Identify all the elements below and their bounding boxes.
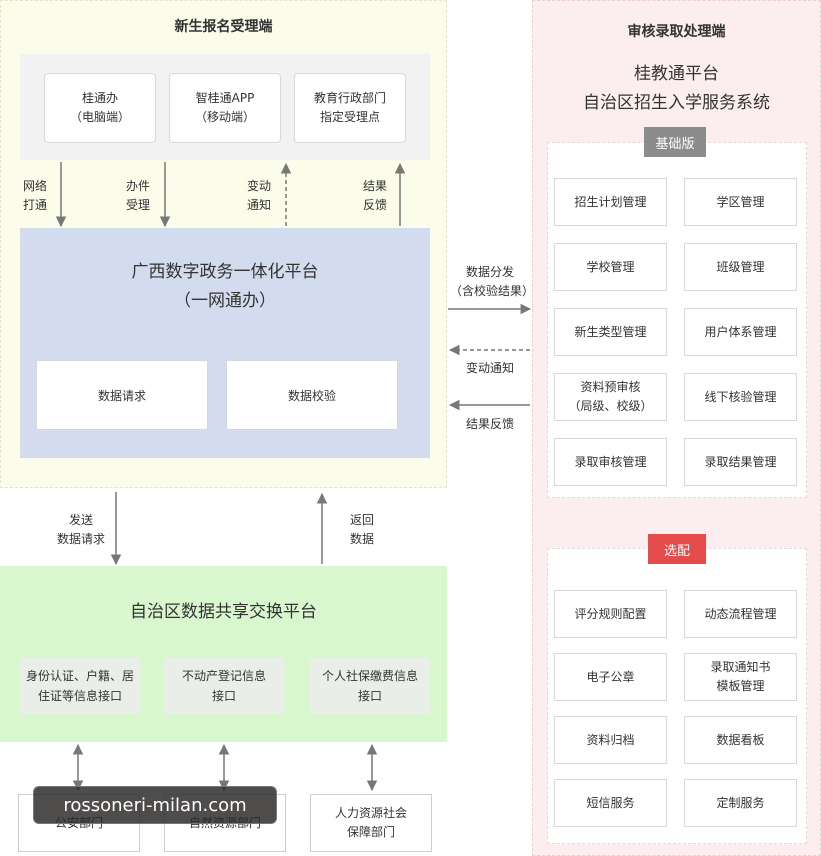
module-label: 线下核验管理	[704, 389, 777, 404]
module-label: 新生类型管理	[574, 324, 647, 339]
module-label: 用户体系管理	[704, 324, 777, 339]
interface-line: 接口	[211, 689, 236, 703]
platform-title-line: （一网通办）	[174, 291, 276, 311]
module-label: 录取审核管理	[574, 454, 647, 469]
module-label: 动态流程管理	[704, 606, 777, 621]
module-label: 评分规则配置	[574, 606, 647, 621]
entry-sublabel: （移动端）	[194, 110, 255, 124]
system-title-line: 桂教通平台	[634, 64, 719, 84]
watermark-overlay: rossoneri-milan.com	[33, 786, 277, 824]
module-scoring-rules: 评分规则配置	[554, 590, 667, 638]
basic-edition-tag: 基础版	[644, 127, 706, 157]
result-feedback-label: 结果反馈	[465, 416, 514, 431]
module-label: 数据看板	[716, 732, 765, 747]
module-user-system: 用户体系管理	[684, 308, 797, 356]
module-label: 短信服务	[586, 795, 635, 810]
entry-zhiguitong-app: 智桂通APP （移动端）	[169, 73, 281, 143]
module-label: 学区管理	[716, 194, 765, 209]
entry-education-department: 教育行政部门 指定受理点	[294, 73, 406, 143]
module-school-district: 学区管理	[684, 178, 797, 226]
flow-label-line: 网络	[22, 179, 47, 193]
module-admission-review: 录取审核管理	[554, 438, 667, 486]
flow-label-result-feedback: 结果 反馈	[354, 176, 396, 216]
module-dynamic-workflow: 动态流程管理	[684, 590, 797, 638]
module-sublabel: （局级、校级）	[568, 399, 653, 413]
platform-title-line: 广西数字政务一体化平台	[131, 262, 319, 282]
module-label: 资料归档	[586, 732, 635, 747]
return-data-label: 返回 数据	[340, 510, 384, 550]
flow-label-network: 网络 打通	[14, 176, 56, 216]
module-electronic-seal: 电子公章	[554, 653, 667, 701]
flow-label-line: 受理	[125, 198, 150, 212]
interface-line: 个人社保缴费信息	[321, 669, 418, 683]
module-admission-letter-template: 录取通知书模板管理	[684, 653, 797, 701]
module-admission-result: 录取结果管理	[684, 438, 797, 486]
edge-label-line: 数据	[349, 532, 374, 546]
registration-area-title: 新生报名受理端	[174, 19, 273, 35]
module-label: 招生计划管理	[574, 194, 647, 209]
entry-label: 智桂通APP	[195, 91, 255, 105]
module-student-type: 新生类型管理	[554, 308, 667, 356]
flow-label-change-notice: 变动 通知	[238, 176, 280, 216]
module-label: 班级管理	[716, 259, 765, 274]
social-security-interface-box: 个人社保缴费信息 接口	[310, 658, 430, 714]
interface-line: 住证等信息接口	[37, 689, 122, 703]
module-school: 学校管理	[554, 243, 667, 291]
edge-label-line: 数据分发	[465, 265, 514, 279]
review-area-title: 审核录取处理端	[627, 24, 726, 40]
real-estate-interface-box: 不动产登记信息 接口	[164, 658, 284, 714]
department-line: 人力资源社会	[334, 806, 407, 820]
share-platform-title: 自治区数据共享交换平台	[130, 601, 317, 622]
flow-label-acceptance: 办件 受理	[117, 176, 159, 216]
flow-label-line: 反馈	[362, 198, 387, 212]
edge-label-line: 数据请求	[56, 532, 105, 546]
module-data-dashboard: 数据看板	[684, 716, 797, 764]
module-enrollment-plan: 招生计划管理	[554, 178, 667, 226]
module-label: 录取通知书	[710, 660, 771, 674]
flow-label-line: 办件	[125, 179, 150, 193]
flow-label-line: 通知	[246, 198, 271, 212]
module-custom-service: 定制服务	[684, 779, 797, 827]
module-sms-service: 短信服务	[554, 779, 667, 827]
edge-label-line: （含校验结果）	[450, 284, 535, 298]
module-document-archive: 资料归档	[554, 716, 667, 764]
human-resources-department: 人力资源社会 保障部门	[310, 794, 432, 852]
module-label: 学校管理	[586, 259, 635, 274]
module-label: 定制服务	[716, 795, 765, 810]
module-offline-verification: 线下核验管理	[684, 373, 797, 421]
interface-line: 身份认证、户籍、居	[25, 669, 134, 683]
edge-label-line: 发送	[68, 513, 93, 527]
change-notice-label: 变动通知	[465, 360, 514, 375]
module-class: 班级管理	[684, 243, 797, 291]
entry-guitongban: 桂通办 （电脑端）	[44, 73, 156, 143]
optional-modules-tag: 选配	[648, 534, 706, 564]
data-validation-box: 数据校验	[226, 360, 398, 430]
send-request-label: 发送 数据请求	[46, 510, 116, 550]
edge-label-line: 返回	[349, 513, 374, 527]
interface-line: 不动产登记信息	[181, 669, 266, 683]
enrollment-system-title: 桂教通平台 自治区招生入学服务系统	[532, 58, 821, 120]
module-label: 电子公章	[586, 669, 635, 684]
module-document-prereview: 资料预审核 （局级、校级）	[554, 373, 667, 421]
interface-line: 接口	[357, 689, 382, 703]
module-label: 录取结果管理	[704, 454, 777, 469]
entry-sublabel: 指定受理点	[319, 110, 380, 124]
flow-label-line: 结果	[362, 179, 387, 193]
entry-label: 教育行政部门	[313, 91, 386, 105]
module-sublabel: 模板管理	[716, 679, 765, 693]
guangxi-platform-title: 广西数字政务一体化平台 （一网通办）	[20, 256, 430, 318]
department-line: 保障部门	[346, 825, 395, 839]
data-dispatch-label: 数据分发 （含校验结果）	[450, 262, 535, 302]
entry-label: 桂通办	[81, 91, 118, 105]
module-label: 资料预审核	[580, 380, 641, 394]
flow-label-line: 变动	[246, 179, 271, 193]
flow-label-line: 打通	[22, 198, 47, 212]
system-title-line: 自治区招生入学服务系统	[583, 93, 770, 113]
entry-sublabel: （电脑端）	[69, 110, 130, 124]
data-request-box: 数据请求	[36, 360, 208, 430]
identity-interface-box: 身份认证、户籍、居 住证等信息接口	[20, 658, 140, 714]
